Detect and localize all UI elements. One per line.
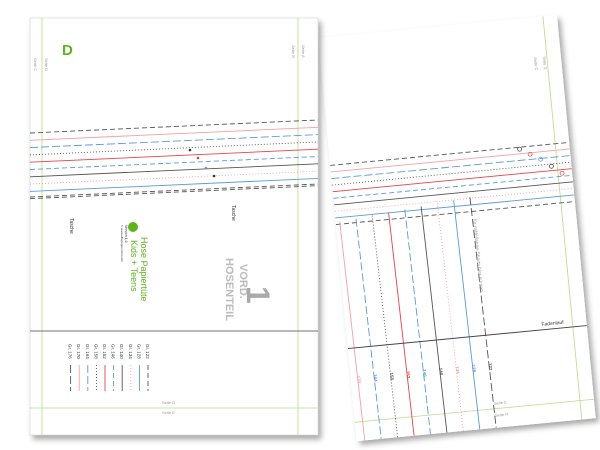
legend-label: Gr. 134 (128, 344, 133, 359)
seite-label: Seite C (33, 58, 38, 71)
size-line-140 (420, 206, 448, 433)
legend-label: Gr. 158 (93, 344, 98, 359)
outline-line (29, 163, 319, 178)
guide-line-horizontal (354, 398, 594, 423)
logo-website: © www.elliepeppermint.com (120, 225, 124, 263)
outline-line (29, 185, 319, 200)
size-line-label: 170 (356, 375, 362, 383)
size-cut-lines: 170 164 158 152 146 140 134 128 122 (339, 197, 497, 441)
size-line-134 (436, 203, 464, 431)
size-line-146 (404, 209, 431, 435)
legend-label: Gr. 128 (136, 344, 141, 359)
legend-label: Gr. 164 (85, 344, 90, 359)
logo-title: Hose Papiertüte (139, 237, 149, 302)
size-line-label: 128 (471, 364, 477, 372)
tasche-label: Tasche (68, 218, 74, 234)
page-sheet (29, 17, 319, 436)
notch-marker (559, 170, 565, 176)
outline-line (29, 183, 319, 198)
legend-label: Gr. 152 (102, 344, 107, 359)
seite-label: Seite D (542, 56, 548, 70)
size-line-label: 140 (438, 368, 444, 376)
pattern-outline-lines (29, 119, 319, 200)
seite-label: Seite D (162, 400, 175, 405)
legend-label: Gr. 140 (119, 344, 124, 359)
notch-marker (549, 163, 554, 169)
notch-marker (188, 148, 192, 152)
seite-label: Seite A (301, 45, 306, 58)
outline-line (330, 148, 570, 173)
seite-label: Seite H (495, 412, 509, 418)
logo-subtitle: Kids + Teens (129, 240, 139, 292)
grain-label: Fadenlauf (541, 320, 564, 328)
size-line-label: 158 (389, 372, 395, 380)
outline-line (29, 126, 319, 141)
notch-marker (204, 166, 208, 170)
size-line-170 (339, 221, 366, 441)
outline-line (29, 141, 319, 156)
size-line-158 (371, 215, 399, 438)
seite-label: Seite C (533, 57, 539, 71)
seite-label: Seite C (494, 400, 508, 406)
piece-name-line2: HOSENTEIL (223, 258, 235, 321)
legend-label: Gr. 176 (68, 344, 73, 359)
logo-version: Version 1.0 (124, 225, 128, 243)
front-pattern-page: D Seite C Seite D Seite B Seite A Tasche… (29, 17, 319, 436)
back-pattern-page: Seite C Seite D 170 164 158 152 146 140 134 128… (318, 14, 596, 442)
legend-label: Gr. 146 (111, 344, 116, 359)
size-line-label: 152 (405, 371, 411, 379)
size-line-label: 146 (422, 369, 428, 377)
size-line-152 (388, 212, 415, 436)
logo: Version 1.0 © www.elliepeppermint.com Ho… (120, 222, 149, 302)
size-line-164 (355, 218, 382, 439)
seite-label: Seite B (291, 45, 296, 58)
logo-e-icon (128, 222, 138, 232)
notch-marker (517, 146, 522, 152)
outline-line (332, 168, 572, 193)
size-line-label: 164 (372, 374, 378, 382)
outline-line (29, 170, 319, 185)
piece-name-line1: VORD. (237, 264, 249, 299)
outline-line (29, 177, 319, 192)
size-line-label: 122 (487, 363, 493, 371)
size-line-label: 134 (455, 366, 461, 374)
size-line-128 (453, 200, 481, 430)
outline-line (331, 155, 571, 179)
grain-line (347, 325, 587, 350)
legend-label: Gr. 122 (145, 344, 150, 359)
size-line-122 (469, 197, 497, 428)
outline-line (29, 134, 319, 149)
seite-label: Seite E (162, 410, 175, 415)
notch-marker (527, 151, 533, 157)
guide-line-vertical (542, 16, 583, 420)
outline-line (29, 148, 319, 163)
piece-number: 1 (240, 286, 276, 304)
seite-label: Seite D (44, 58, 49, 71)
notch-marker (538, 156, 543, 162)
outline-line (29, 119, 319, 134)
outline-line (334, 181, 574, 206)
notch-marker (212, 174, 216, 178)
tasche-label: Tasche (230, 205, 236, 221)
outline-line (29, 156, 319, 170)
outline-line (332, 161, 572, 186)
page-letter: D (62, 42, 73, 59)
legend-label: Gr. 170 (76, 344, 81, 359)
notch-marker (196, 156, 200, 160)
